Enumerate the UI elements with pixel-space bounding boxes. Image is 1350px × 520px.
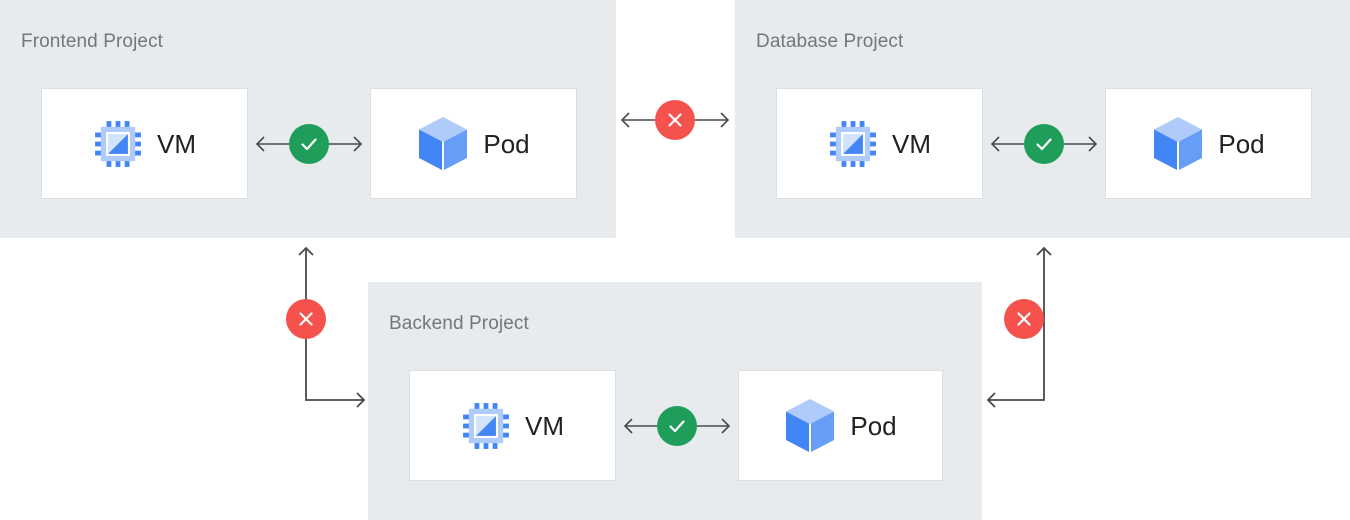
vm-chip-icon: [828, 119, 878, 169]
resource-card-backend-vm[interactable]: VM: [409, 370, 616, 481]
connection-frontend-internal[interactable]: [248, 124, 370, 164]
connection-frontend-backend[interactable]: [286, 236, 371, 408]
connection-frontend-database[interactable]: [612, 100, 738, 140]
pod-cube-icon: [1152, 115, 1204, 173]
panel-title-database: Database Project: [756, 31, 904, 52]
x-circle-icon[interactable]: [1004, 299, 1044, 339]
panel-title-frontend: Frontend Project: [21, 31, 164, 52]
vm-chip-icon: [93, 119, 143, 169]
resource-card-database-vm[interactable]: VM: [776, 88, 983, 199]
bidirectional-arrow-icon: [990, 136, 1098, 152]
resource-label-backend-pod: Pod: [850, 410, 897, 441]
elbow-arrow-icon: [986, 246, 1052, 408]
connection-database-backend[interactable]: [980, 236, 1065, 408]
bidirectional-arrow-icon: [255, 136, 363, 152]
elbow-arrow-icon: [298, 246, 366, 408]
resource-label-frontend-pod: Pod: [483, 128, 530, 159]
resource-label-database-vm: VM: [892, 128, 931, 159]
resource-card-backend-pod[interactable]: Pod: [738, 370, 943, 481]
connection-backend-internal[interactable]: [616, 406, 738, 446]
project-panel-frontend[interactable]: Frontend Project: [0, 0, 616, 238]
vm-chip-icon: [461, 401, 511, 451]
resource-label-frontend-vm: VM: [157, 128, 196, 159]
connection-database-internal[interactable]: [983, 124, 1105, 164]
bidirectional-arrow-icon: [620, 112, 730, 128]
resource-card-frontend-pod[interactable]: Pod: [370, 88, 577, 199]
check-circle-icon[interactable]: [657, 406, 697, 446]
x-circle-icon[interactable]: [655, 100, 695, 140]
resource-label-backend-vm: VM: [525, 410, 564, 441]
resource-card-frontend-vm[interactable]: VM: [41, 88, 248, 199]
bidirectional-arrow-icon: [623, 418, 731, 434]
panel-title-backend: Backend Project: [389, 313, 529, 334]
resource-label-database-pod: Pod: [1218, 128, 1265, 159]
project-panel-database[interactable]: Database Project: [735, 0, 1350, 238]
check-circle-icon[interactable]: [289, 124, 329, 164]
project-panel-backend[interactable]: Backend Project: [368, 282, 982, 520]
resource-card-database-pod[interactable]: Pod: [1105, 88, 1312, 199]
pod-cube-icon: [417, 115, 469, 173]
pod-cube-icon: [784, 397, 836, 455]
check-circle-icon[interactable]: [1024, 124, 1064, 164]
x-circle-icon[interactable]: [286, 299, 326, 339]
